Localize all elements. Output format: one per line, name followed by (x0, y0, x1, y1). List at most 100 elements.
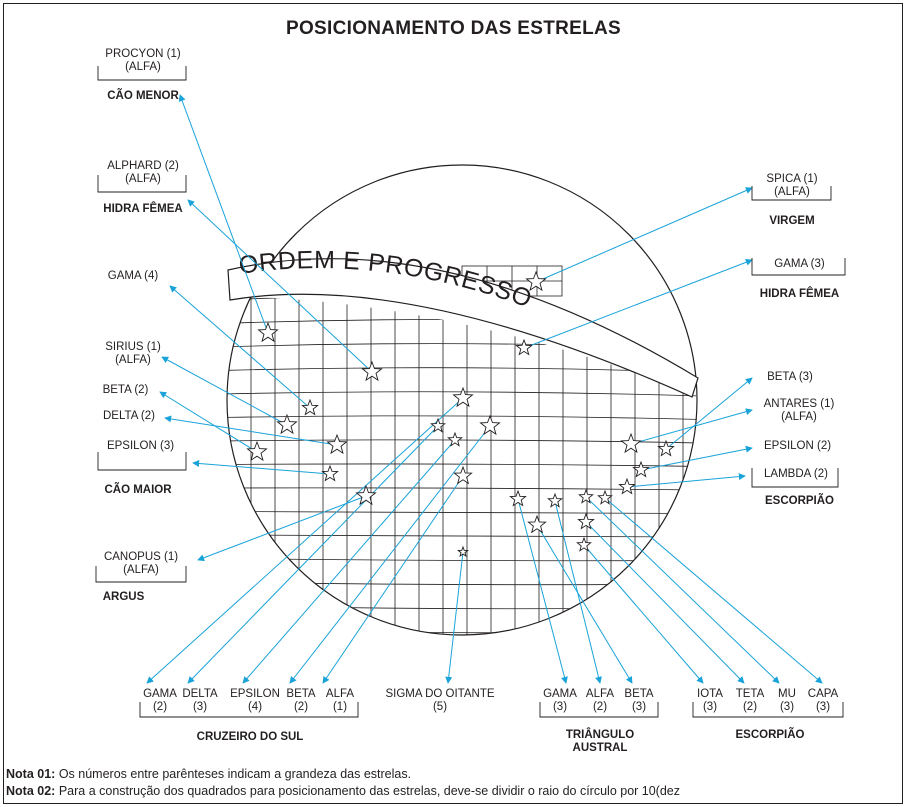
star-cr-epsilon-icon (453, 465, 473, 485)
label-cruzeiro-delta: DELTA(3) (182, 688, 218, 713)
motto-band (227, 258, 699, 398)
label-canopus: CANOPUS (1)(ALFA) (103, 551, 179, 576)
label-beta-2: BETA (2) (102, 384, 149, 396)
label-escorpiao-mu: MU(3) (778, 688, 796, 713)
label-triangulo-alfa: ALFA(2) (585, 688, 615, 713)
star-esc-capa-icon (597, 489, 613, 505)
label-bracket (139, 702, 359, 718)
leader-line (626, 473, 746, 488)
constellation-hidra-femea-right: HIDRA FÊMEA (759, 288, 840, 300)
label-bracket (95, 566, 187, 583)
label-cruzeiro-alfa: ALFA(1) (325, 688, 355, 713)
leader-lines (146, 94, 823, 684)
label-brackets (95, 66, 846, 718)
leader-line (289, 425, 491, 684)
star-gama3-icon (515, 338, 533, 356)
star-sirius-icon (276, 413, 298, 435)
label-sigma-do-oitante: SIGMA DO OITANTE(5) (385, 688, 495, 713)
constellation-virgem: VIRGEM (769, 215, 815, 227)
label-bracket (751, 186, 832, 201)
leader-line (523, 258, 753, 349)
star-cr-beta-icon (479, 414, 501, 436)
star-sigma-icon (456, 545, 470, 558)
star-delta2-icon (326, 433, 348, 455)
leader-line (536, 524, 633, 684)
label-escorpiao-iota: IOTA(3) (697, 688, 723, 713)
star-procyon-icon (257, 321, 279, 343)
constellation-argus: ARGUS (102, 591, 145, 603)
leader-line (178, 94, 269, 334)
page-title: POSICIONAMENTO DAS ESTRELAS (285, 18, 621, 39)
leader-line (517, 498, 568, 684)
leader-line (169, 285, 311, 409)
label-antares: ANTARES (1)(ALFA) (763, 398, 835, 423)
star-beta3-icon (657, 439, 675, 457)
label-beta-3: BETA (3) (767, 371, 813, 383)
leader-line (146, 397, 464, 684)
leader-line (585, 521, 745, 684)
star-cr-gama-icon (430, 417, 446, 433)
label-spica: SPICA (1)(ALFA) (766, 173, 818, 198)
label-bracket (97, 66, 187, 81)
leader-line (187, 199, 373, 373)
label-bracket (97, 452, 187, 471)
label-cruzeiro-epsilon: EPSILON(4) (230, 688, 280, 713)
constellation-cruzeiro-do-sul: CRUZEIRO DO SUL (196, 731, 304, 743)
star-antares-icon (620, 432, 642, 454)
leader-line (585, 496, 780, 684)
label-cruzeiro-beta: BETA(2) (286, 688, 316, 713)
star-epsilon3-icon (321, 464, 339, 482)
leader-line (159, 391, 258, 453)
label-cruzeiro-gama: GAMA(2) (143, 688, 177, 713)
leader-line (197, 495, 367, 562)
label-bracket (751, 468, 839, 488)
leader-line (583, 544, 704, 684)
leader-line (164, 415, 338, 446)
leader-line (604, 497, 823, 684)
label-bracket (692, 702, 844, 718)
star-tri-alfa-icon (509, 489, 527, 507)
star-epsilon2-icon (632, 460, 650, 478)
leader-line (445, 551, 464, 684)
leader-line (322, 475, 464, 684)
leader-line (242, 439, 456, 684)
star-alphard-icon (361, 360, 383, 382)
leader-line (192, 460, 331, 475)
constellation-escorpiao-bottom: ESCORPIÃO (735, 729, 805, 741)
leader-line (665, 377, 753, 450)
label-gama-4: GAMA (4) (107, 270, 159, 282)
constellation-escorpiao-right: ESCORPIÃO (764, 495, 834, 507)
label-procyon: PROCYON (1)(ALFA) (105, 48, 181, 73)
constellation-cao-maior: CÃO MAIOR (104, 484, 172, 496)
star-esc-mu-icon (578, 488, 594, 504)
label-sirius: SIRIUS (1)(ALFA) (105, 341, 161, 366)
figure-frame (3, 3, 903, 804)
star-esc-teta-icon (577, 512, 595, 530)
star-lambda-icon (618, 477, 636, 495)
leader-line (640, 445, 753, 471)
label-escorpiao-teta: TETA(2) (735, 688, 765, 713)
label-epsilon-3: EPSILON (3) (106, 440, 175, 452)
star-tri-beta-icon (547, 492, 563, 508)
stars (246, 270, 675, 558)
star-cr-alfa-icon (452, 386, 474, 408)
label-triangulo-gama: GAMA(3) (543, 688, 577, 713)
label-bracket (539, 702, 659, 718)
label-escorpiao-capa: CAPA(3) (807, 688, 839, 713)
label-lambda: LAMBDA (2) (764, 468, 828, 480)
label-alphard: ALPHARD (2)(ALFA) (107, 160, 179, 185)
note-01: Nota 01: Os números entre parênteses ind… (6, 767, 412, 781)
star-beta2-icon (246, 440, 268, 462)
constellation-cao-menor: CÃO MENOR (107, 90, 179, 102)
star-tri-gama-icon (527, 514, 547, 534)
leader-line (535, 187, 753, 283)
label-gama-3: GAMA (3) (774, 258, 825, 270)
leader-line (161, 356, 288, 426)
label-bracket (97, 175, 187, 193)
label-epsilon-2: EPSILON (2) (763, 440, 832, 452)
star-cr-delta-icon (447, 431, 463, 447)
star-esc-iota-icon (576, 536, 592, 552)
celestial-circle (226, 164, 698, 636)
